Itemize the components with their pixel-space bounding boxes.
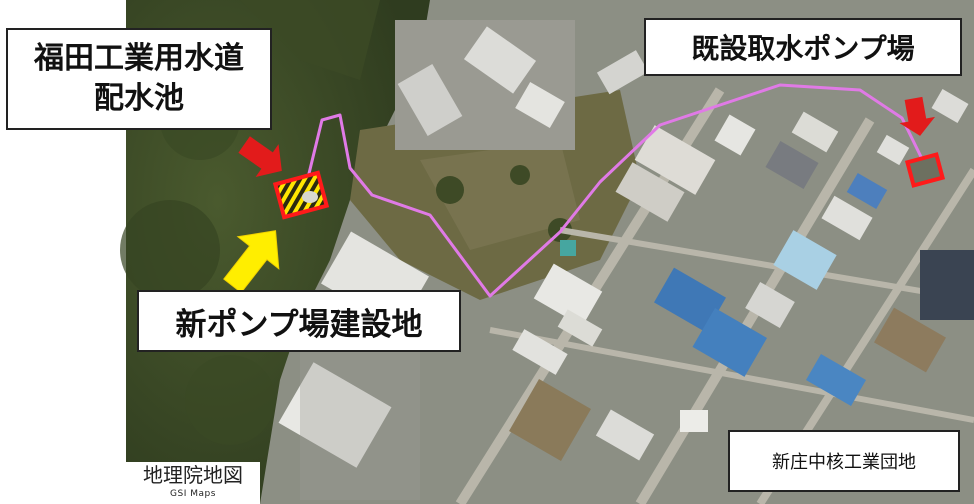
reservoir-label: 福田工業用水道 配水池 [6,28,272,130]
existing-pump-label-text: 既設取水ポンプ場 [691,32,915,65]
existing-pump-label: 既設取水ポンプ場 [644,18,962,76]
map-attribution: 地理院地図 GSI Maps [126,462,260,504]
reservoir-label-line1: 福田工業用水道 [34,41,244,76]
red-arrow-icon [238,136,282,177]
industrial-estate-label: 新庄中核工業団地 [728,430,960,492]
pipeline-route [303,83,927,298]
new-pump-site-marker [272,170,330,220]
industrial-estate-label-text: 新庄中核工業団地 [772,452,916,473]
reservoir-label-line2: 配水池 [94,81,184,116]
attribution-main: 地理院地図 [143,463,243,487]
attribution-sub: GSI Maps [170,489,216,499]
yellow-arrow-icon [223,230,280,294]
red-arrow-icon [899,96,936,136]
new-pump-site-label-text: 新ポンプ場建設地 [175,306,423,343]
new-pump-site-label: 新ポンプ場建設地 [137,290,461,352]
existing-pump-marker [904,152,946,188]
